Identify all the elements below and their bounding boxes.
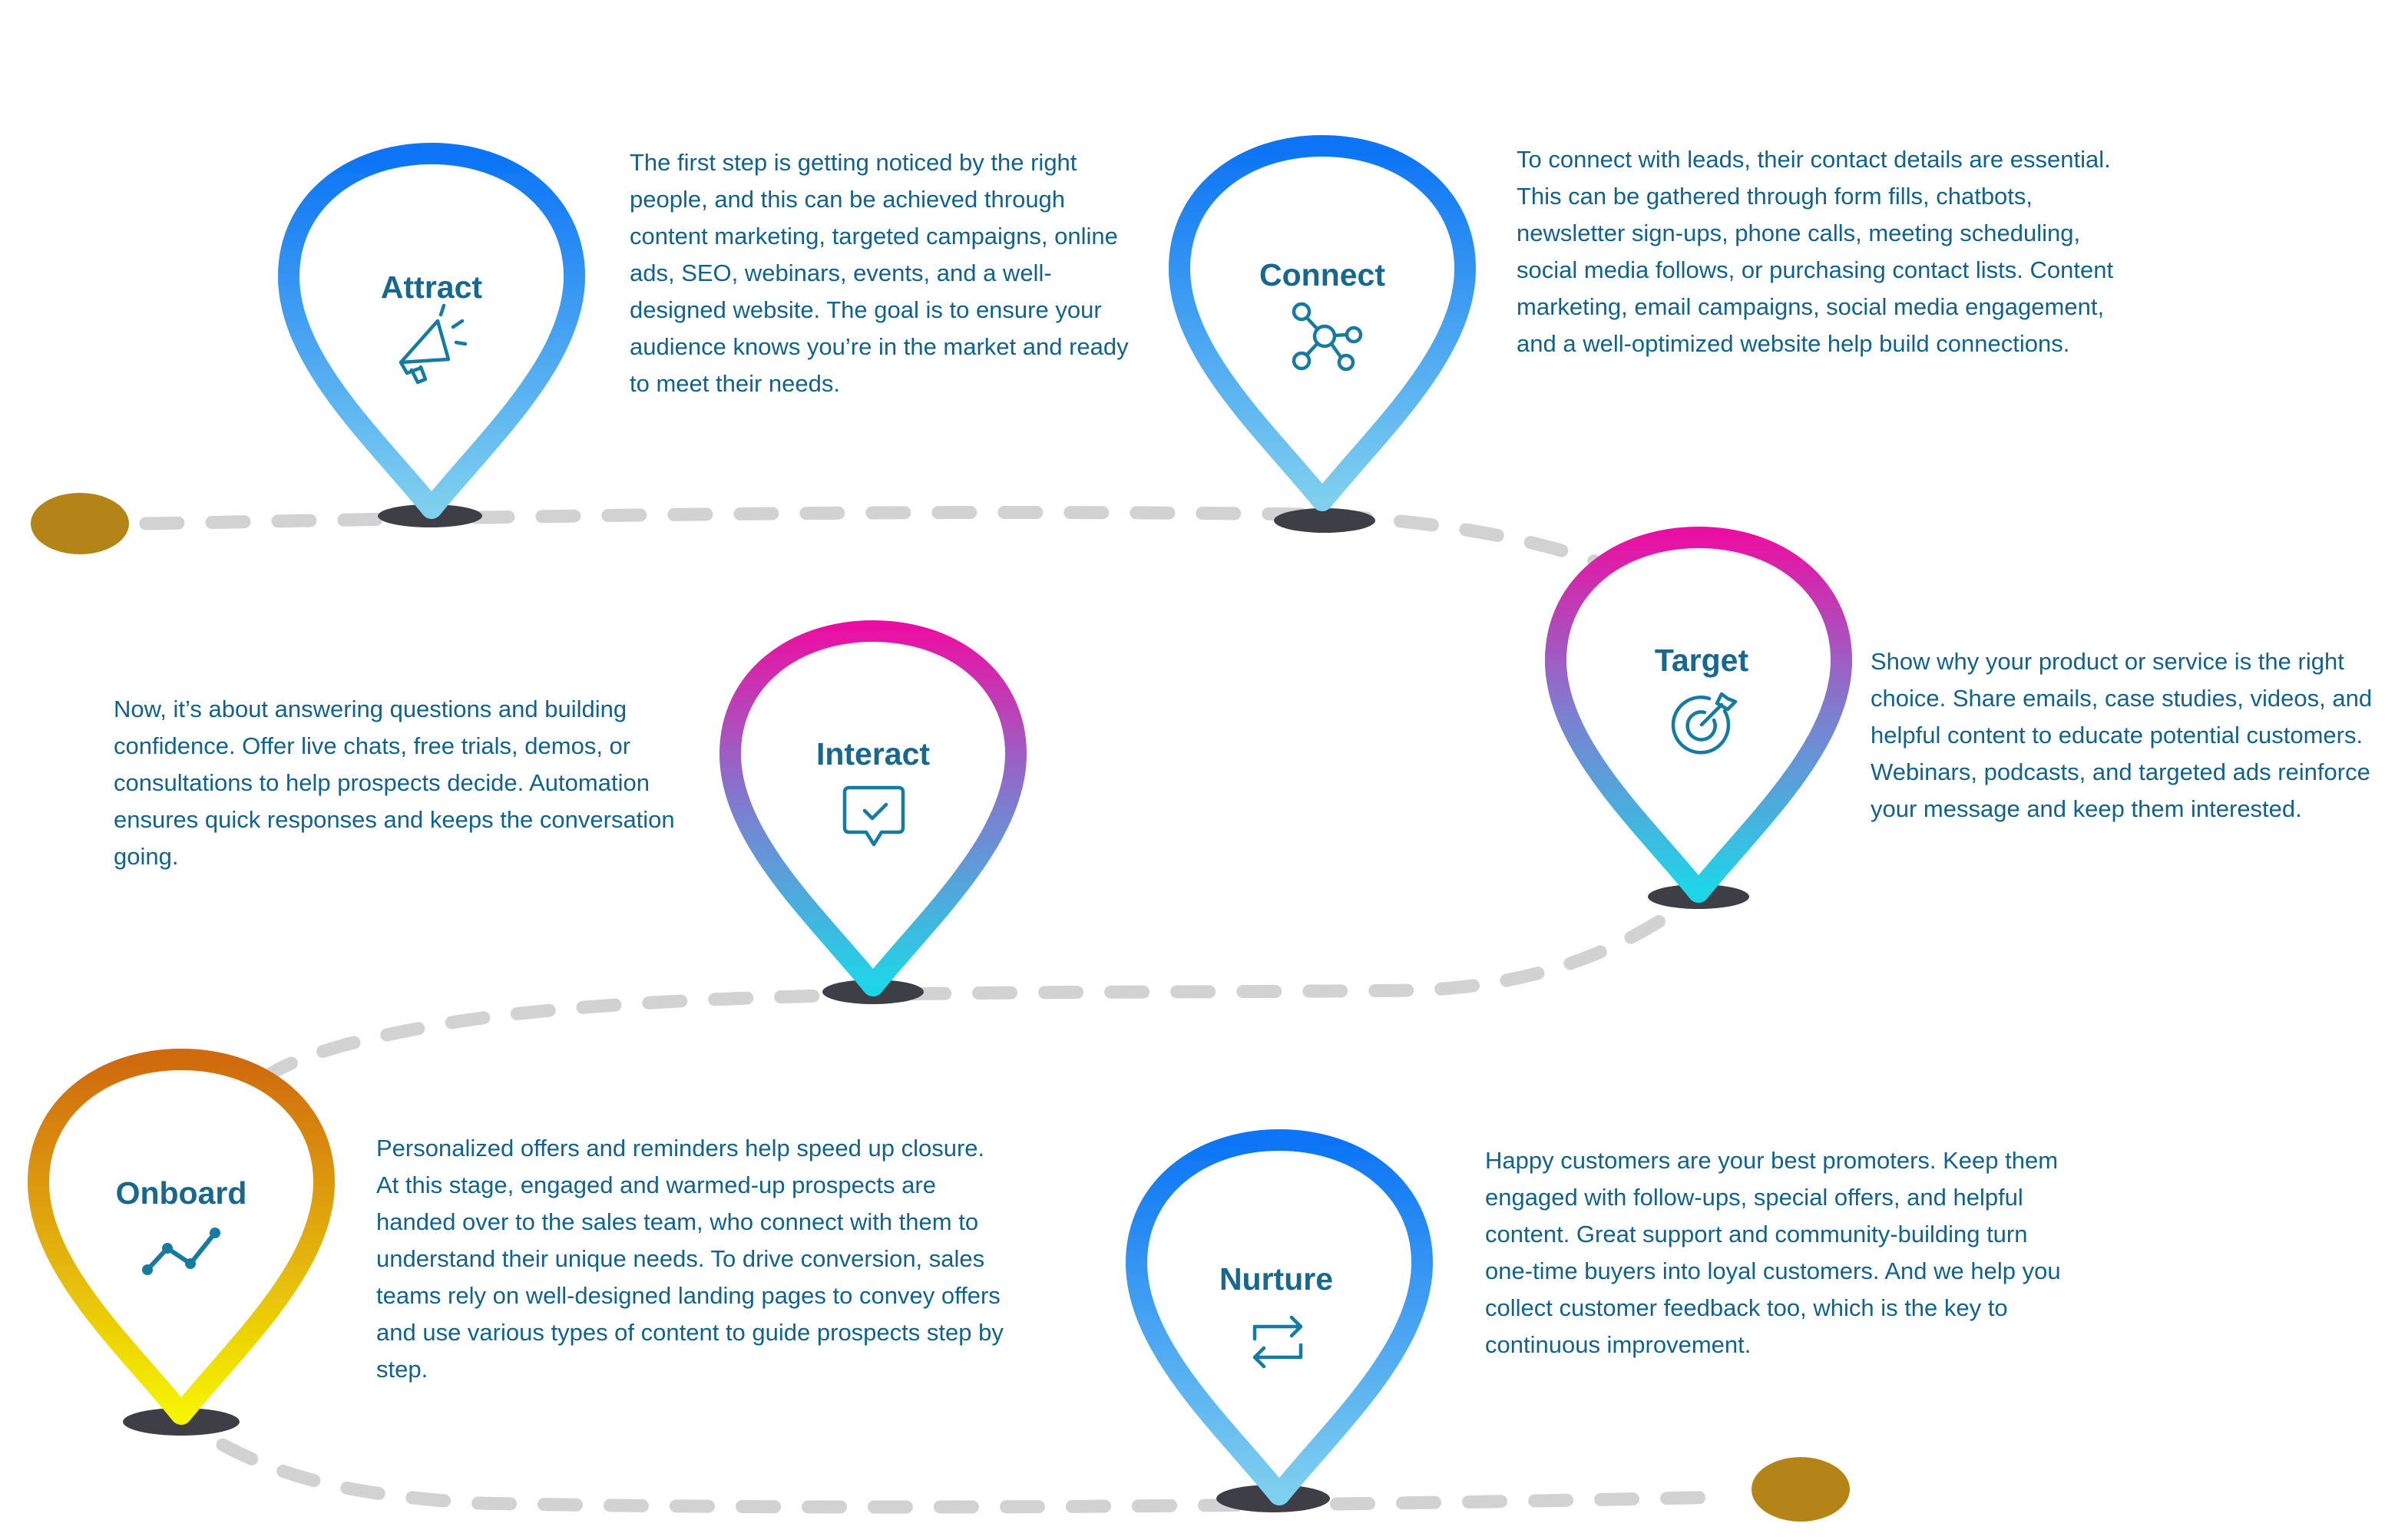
chat-check-icon xyxy=(842,785,905,847)
megaphone-icon xyxy=(399,303,468,385)
pin-shadow xyxy=(1274,508,1375,533)
step-title-connect: Connect xyxy=(1259,257,1385,292)
pin-target xyxy=(1545,527,1852,903)
pin-connect xyxy=(1169,135,1476,511)
step-title-nurture: Nurture xyxy=(1219,1261,1333,1297)
journey-path-upper xyxy=(139,505,1666,598)
pin-nurture xyxy=(1126,1129,1433,1505)
target-icon xyxy=(1671,692,1738,755)
step-description-attract: The first step is getting noticed by the… xyxy=(630,149,1129,397)
step-description-connect: To connect with leads, their contact det… xyxy=(1517,146,2114,357)
start-endpoint xyxy=(31,493,129,554)
step-title-interact: Interact xyxy=(816,736,930,772)
pin-interact xyxy=(719,620,1027,996)
trend-line-icon xyxy=(142,1228,220,1275)
journey-path-lower xyxy=(216,1438,1735,1514)
step-description-interact: Now, it’s about answering questions and … xyxy=(114,696,675,870)
repeat-arrows-icon xyxy=(1252,1315,1303,1369)
pin-attract xyxy=(278,143,585,519)
pin-onboard xyxy=(28,1049,335,1425)
step-description-nurture: Happy customers are your best promoters.… xyxy=(1485,1147,2061,1358)
step-description-onboard: Personalized offers and reminders help s… xyxy=(376,1135,1004,1383)
step-title-attract: Attract xyxy=(381,269,482,305)
end-endpoint xyxy=(1752,1457,1850,1522)
network-nodes-icon xyxy=(1292,302,1363,372)
step-title-onboard: Onboard xyxy=(116,1175,247,1211)
journey-path-middle xyxy=(262,876,1719,1082)
step-description-target: Show why your product or service is the … xyxy=(1871,648,2373,822)
step-title-target: Target xyxy=(1655,643,1749,678)
